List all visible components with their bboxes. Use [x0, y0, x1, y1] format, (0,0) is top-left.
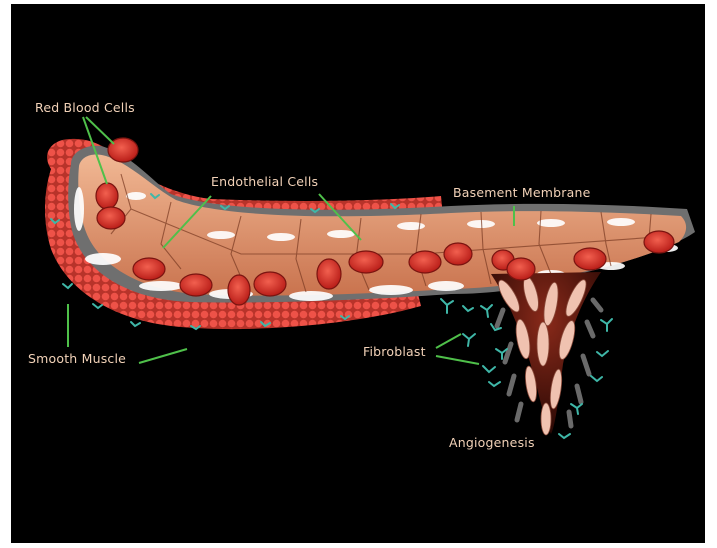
rbc: [317, 259, 341, 289]
rbc: [254, 272, 286, 296]
rbc: [507, 258, 535, 280]
rbc: [96, 183, 118, 209]
rbc: [644, 231, 674, 253]
leader-smooth-muscle-b: [139, 349, 187, 363]
rbc: [349, 251, 383, 273]
angiogenesis-sprout: [491, 272, 601, 435]
label-fibroblast: Fibroblast: [363, 345, 426, 359]
rbc: [444, 243, 472, 265]
rbc: [574, 248, 606, 270]
label-smooth-muscle: Smooth Muscle: [28, 352, 126, 366]
leader-fibroblast-a: [436, 334, 461, 348]
leader-fibroblast-b: [436, 356, 479, 364]
rbc: [180, 274, 212, 296]
blood-vessel-diagram: [11, 4, 705, 543]
label-basement-membrane: Basement Membrane: [453, 186, 591, 200]
label-endothelial-cells: Endothelial Cells: [211, 175, 318, 189]
illustration-frame: Red Blood Cells Endothelial Cells Baseme…: [11, 4, 705, 543]
label-angiogenesis: Angiogenesis: [449, 436, 535, 450]
rbc: [228, 275, 250, 305]
label-red-blood-cells: Red Blood Cells: [35, 101, 135, 115]
rbc: [409, 251, 441, 273]
rbc: [97, 207, 125, 229]
rbc: [133, 258, 165, 280]
